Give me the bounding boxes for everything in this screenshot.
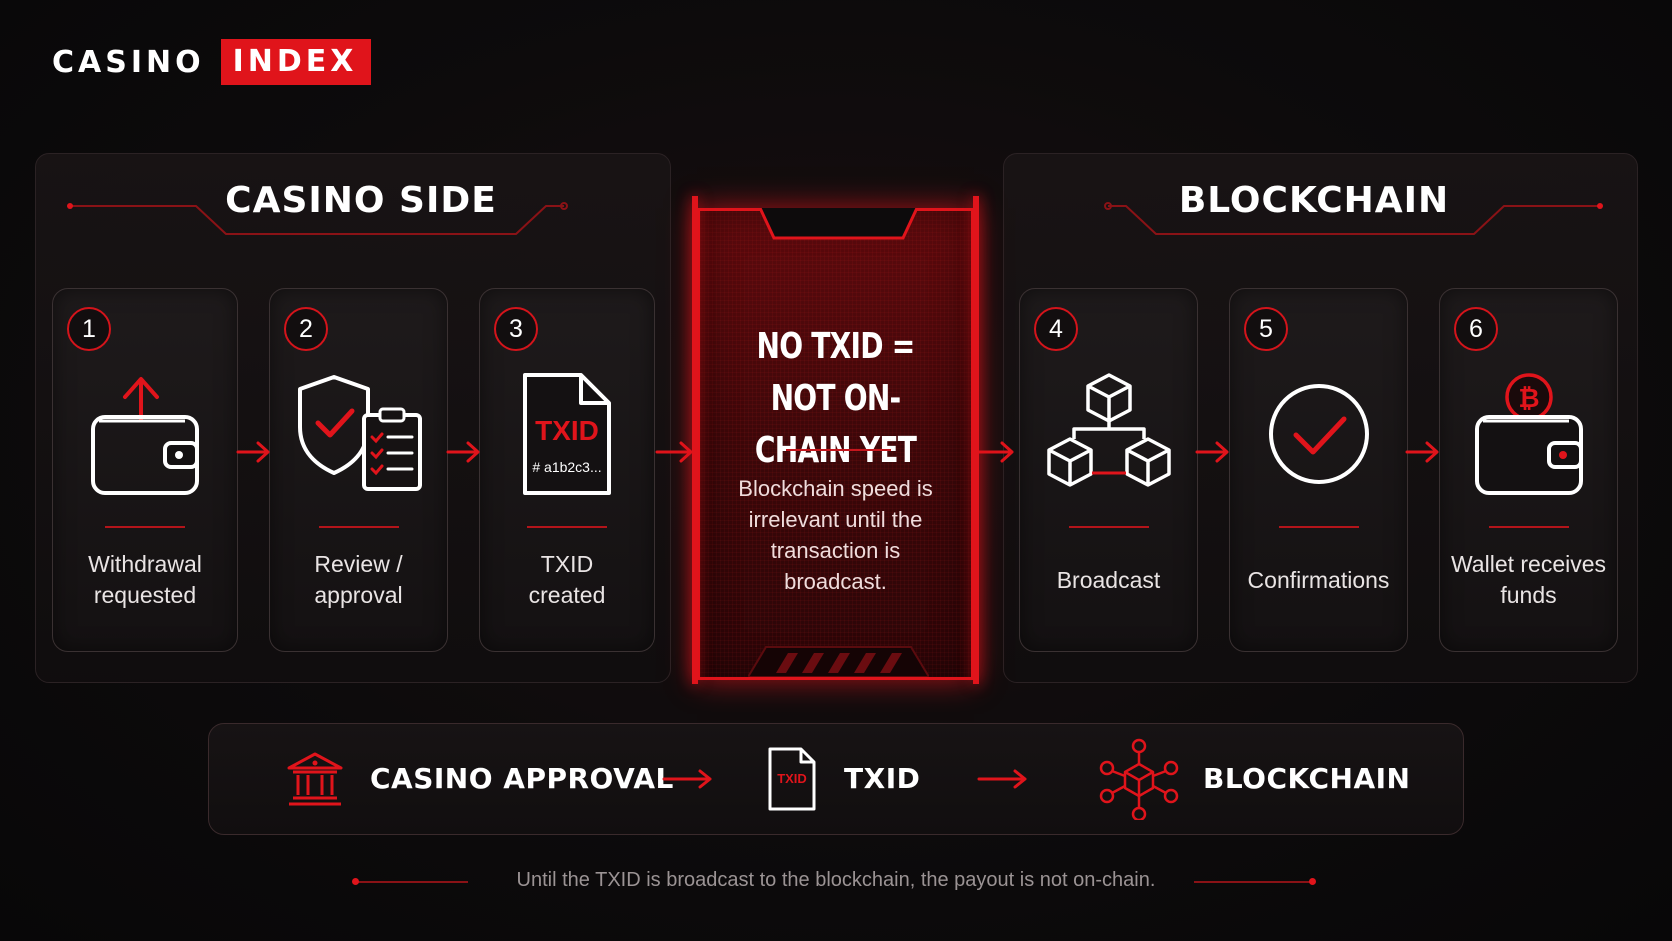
step-card-withdrawal: 1 Withdrawal requested [52, 288, 238, 652]
step-divider [105, 526, 185, 528]
no-txid-warning-panel: NO TXID = NOT ON-CHAIN YET Blockchain sp… [697, 208, 974, 680]
step-label: TXID created [528, 551, 606, 608]
txid-doc-title: TXID [777, 771, 807, 786]
step-label: Wallet receives funds [1450, 551, 1607, 608]
step-label: Broadcast [1056, 566, 1161, 593]
hazard-stripes [748, 646, 929, 677]
step-divider [1488, 526, 1569, 528]
arrow-right-icon [977, 769, 1027, 789]
step-card-confirmations: 5 Confirmations [1229, 288, 1408, 652]
arrow-right-icon [655, 441, 693, 463]
step-divider [527, 526, 607, 528]
txid-document-icon: TXID [767, 747, 817, 811]
footer-note: Until the TXID is broadcast to the block… [516, 869, 1156, 891]
footer-dot-right [1309, 878, 1316, 885]
step-label: Review / approval [314, 551, 403, 608]
svg-text:₿: ₿ [1518, 384, 1539, 414]
step-card-wallet-receives: 6 ₿ Wallet receives funds [1439, 288, 1618, 652]
arrow-right-icon [1195, 441, 1229, 463]
step-number: 1 [67, 307, 111, 351]
step-card-txid: 3 TXID # a1b2c3... TXID created [479, 288, 655, 652]
flow-summary-bar: CASINO APPROVAL TXID TXID BLOCKCHAIN [208, 723, 1464, 835]
panel-rail-right [973, 196, 979, 684]
arrow-right-icon [236, 441, 270, 463]
blockchain-cubes-icon [1099, 738, 1179, 820]
wallet-upload-icon [53, 369, 237, 499]
step-number: 5 [1244, 307, 1288, 351]
footer-dot-left [352, 878, 359, 885]
step-label: Withdrawal requested [88, 551, 202, 608]
brand-logo-index: INDEX [220, 39, 372, 85]
brand-logo: CASINO INDEX [52, 37, 372, 87]
casino-side-title: CASINO SIDE [225, 180, 497, 221]
wallet-bitcoin-icon: ₿ [1440, 369, 1617, 499]
arrow-right-icon [976, 441, 1014, 463]
step-card-broadcast: 4 Broadcast [1019, 288, 1198, 652]
txid-document-icon: TXID # a1b2c3... [480, 369, 654, 499]
no-txid-description: Blockchain speed is irrelevant until the… [738, 476, 933, 594]
arrow-right-icon [446, 441, 480, 463]
step-number: 2 [284, 307, 328, 351]
step-card-review: 2 Review / approval [269, 288, 448, 652]
shield-checklist-icon [270, 369, 447, 499]
arrow-right-icon [1405, 441, 1439, 463]
check-circle-icon [1230, 369, 1407, 499]
step-divider [318, 526, 399, 528]
panel-rail-left [692, 196, 698, 684]
step-divider [1278, 526, 1359, 528]
brand-logo-casino: CASINO [52, 44, 205, 80]
footer-line-right [1194, 881, 1312, 883]
step-number: 3 [494, 307, 538, 351]
flow-txid-label: TXID [844, 762, 921, 795]
casino-side-title-frame [67, 202, 568, 235]
blockchain-title-frame [1104, 202, 1603, 235]
flow-blockchain-label: BLOCKCHAIN [1203, 762, 1411, 795]
panel-notch [760, 208, 917, 240]
txid-doc-hash: # a1b2c3... [532, 459, 602, 475]
warning-divider [786, 449, 891, 451]
step-number: 4 [1034, 307, 1078, 351]
txid-doc-title: TXID [535, 415, 599, 446]
flow-casino-approval-label: CASINO APPROVAL [370, 762, 674, 795]
blocks-network-icon [1020, 369, 1197, 499]
footer-line-left [356, 881, 468, 883]
arrow-right-icon [662, 769, 712, 789]
step-number: 6 [1454, 307, 1498, 351]
no-txid-title: NO TXID = NOT ON-CHAIN YET [754, 326, 917, 471]
bank-icon [287, 752, 343, 806]
step-label: Confirmations [1247, 566, 1390, 593]
blockchain-title: BLOCKCHAIN [1178, 180, 1450, 221]
step-divider [1068, 526, 1149, 528]
